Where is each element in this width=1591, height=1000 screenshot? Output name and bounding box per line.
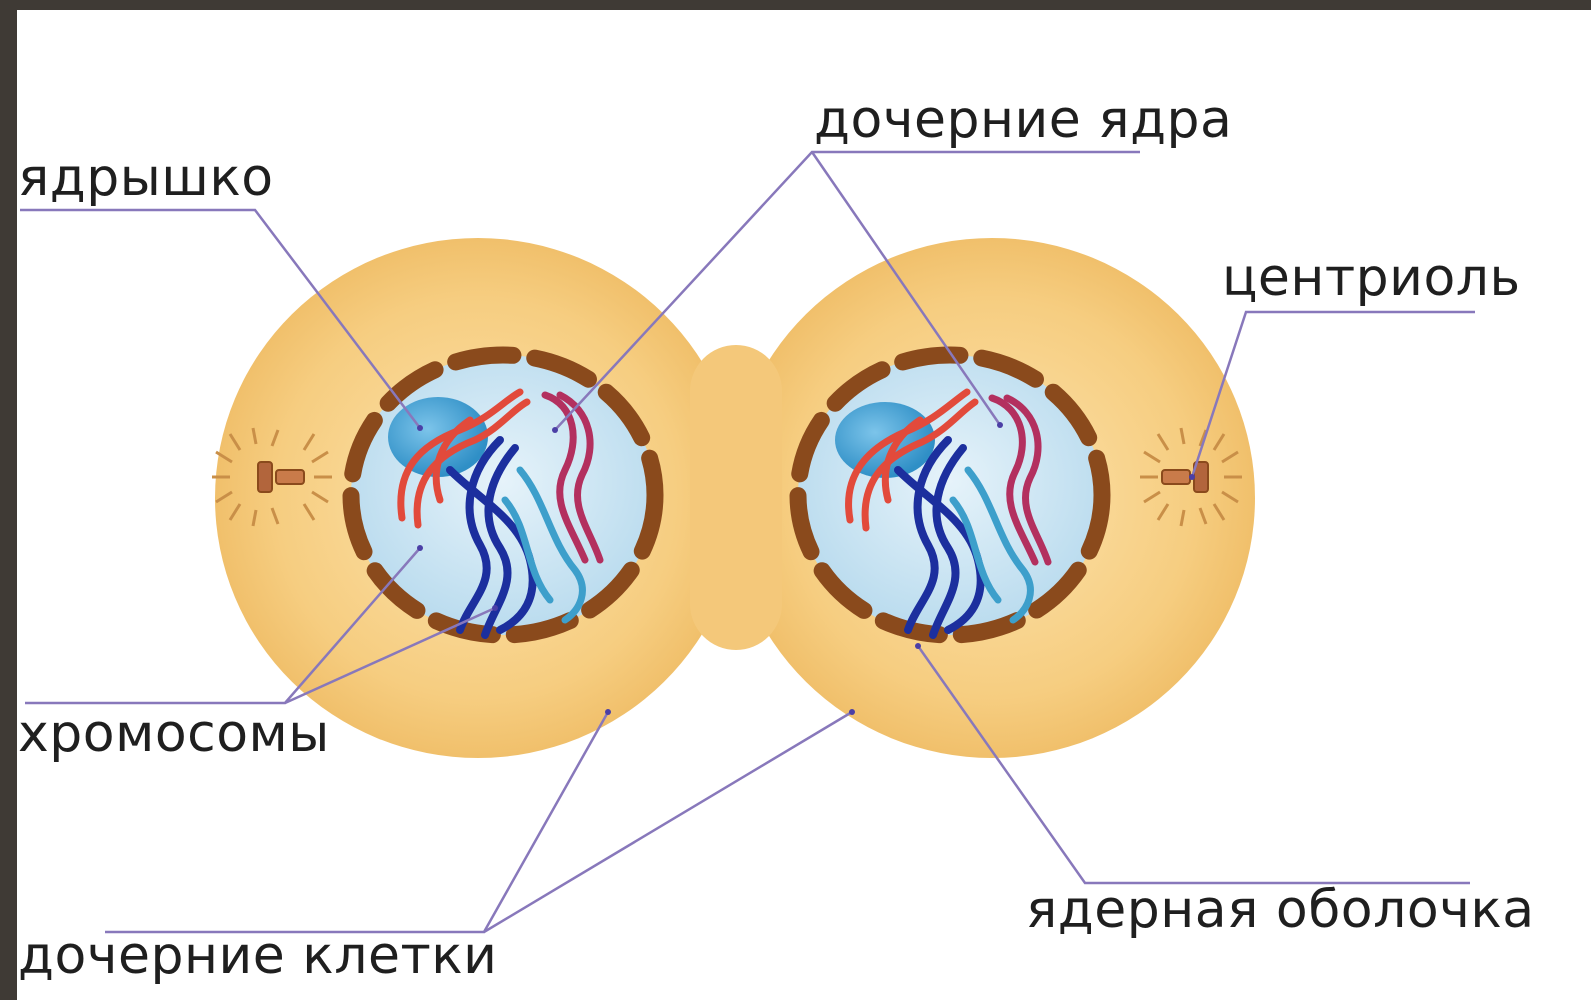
label-nucleolus: ядрышко	[18, 152, 274, 204]
cleavage-bridge	[690, 345, 782, 650]
nucleus-right	[798, 355, 1102, 635]
label-daughter-nuclei: дочерние ядра	[814, 94, 1232, 146]
label-nuclear-envelope: ядерная оболочка	[1026, 884, 1535, 936]
label-chromosomes: хромосомы	[18, 708, 330, 760]
label-daughter-cells: дочерние клетки	[18, 930, 497, 982]
label-centriole: центриоль	[1222, 252, 1521, 304]
